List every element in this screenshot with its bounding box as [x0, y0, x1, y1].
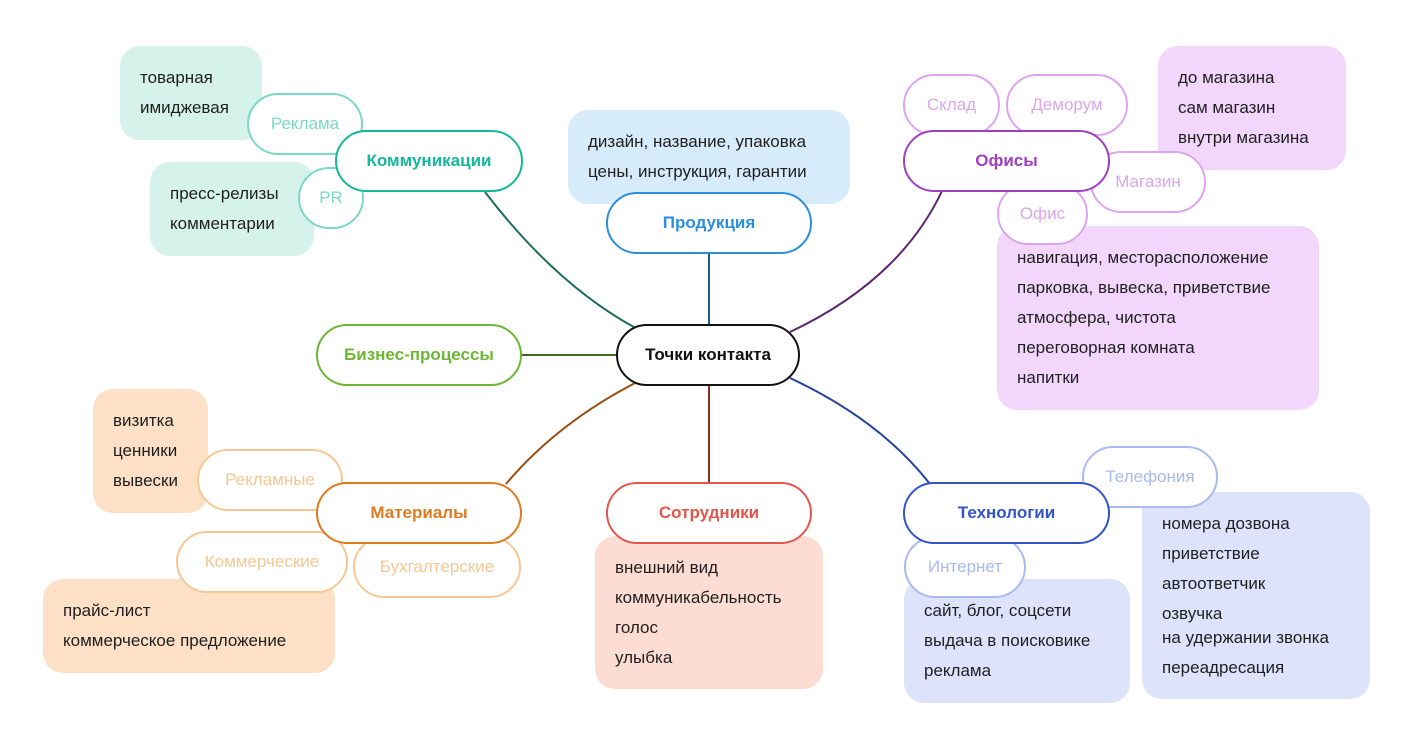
connector-materials: [505, 377, 646, 485]
note-line: парковка, вывеска, приветствие: [1017, 278, 1271, 297]
node-materials[interactable]: Материалы: [316, 482, 522, 544]
note-telephony: номера дозвона приветствие автоответчик …: [1142, 492, 1370, 699]
node-offices[interactable]: Офисы: [903, 130, 1110, 192]
subnode-accounting[interactable]: Бухгалтерские: [353, 536, 521, 598]
node-technologies[interactable]: Технологии: [903, 482, 1110, 544]
note-pr: пресс-релизы комментарии: [150, 162, 314, 256]
node-touchpoints-center[interactable]: Точки контакта: [616, 324, 800, 386]
note-line: пресс-релизы: [170, 184, 279, 203]
note-ad-materials: визитка ценники вывески: [93, 389, 208, 513]
note-line: комментарии: [170, 214, 275, 233]
note-line: цены, инструкция, гарантии: [588, 162, 807, 181]
note-line: сайт, блог, соцсети: [924, 601, 1072, 620]
subnode-office[interactable]: Офис: [997, 183, 1088, 245]
note-line: переадресация: [1162, 658, 1285, 677]
note-line: коммерческое предложение: [63, 631, 287, 650]
note-line: внутри магазина: [1178, 128, 1309, 147]
note-line: навигация, месторасположение: [1017, 248, 1269, 267]
note-line: имиджевая: [140, 98, 229, 117]
connector-offices: [789, 190, 943, 333]
subnode-internet[interactable]: Интернет: [904, 536, 1026, 598]
note-line: озвучка: [1162, 604, 1223, 623]
note-internet: сайт, блог, соцсети выдача в поисковике …: [904, 579, 1130, 703]
note-office: навигация, месторасположение парковка, в…: [997, 226, 1319, 410]
node-communications[interactable]: Коммуникации: [335, 130, 523, 192]
subnode-commercial[interactable]: Коммерческие: [176, 531, 348, 593]
subnode-showroom[interactable]: Деморум: [1006, 74, 1128, 136]
note-line: напитки: [1017, 368, 1080, 387]
note-line: переговорная комната: [1017, 338, 1195, 357]
note-line: автоответчик: [1162, 574, 1266, 593]
note-line: коммуникабельность: [615, 588, 782, 607]
note-line: номера дозвона: [1162, 514, 1290, 533]
note-store: до магазина сам магазин внутри магазина: [1158, 46, 1346, 170]
note-line: дизайн, название, упаковка: [588, 132, 807, 151]
subnode-warehouse[interactable]: Склад: [903, 74, 1000, 136]
node-products[interactable]: Продукция: [606, 192, 812, 254]
note-employees: внешний вид коммуникабельность голос улы…: [595, 536, 823, 689]
note-line: вывески: [113, 471, 178, 490]
node-employees[interactable]: Сотрудники: [606, 482, 812, 544]
note-commercial: прайс-лист коммерческое предложение: [43, 579, 335, 673]
note-line: товарная: [140, 68, 213, 87]
note-line: выдача в поисковике: [924, 631, 1091, 650]
note-line: на удержании звонка: [1162, 628, 1330, 647]
note-line: приветствие: [1162, 544, 1260, 563]
note-line: атмосфера, чистота: [1017, 308, 1176, 327]
note-line: голос: [615, 618, 658, 637]
note-line: улыбка: [615, 648, 673, 667]
note-line: визитка: [113, 411, 174, 430]
note-products: дизайн, название, упаковка цены, инструк…: [568, 110, 850, 204]
note-line: ценники: [113, 441, 178, 460]
note-line: до магазина: [1178, 68, 1275, 87]
connector-communications: [484, 191, 646, 334]
note-line: сам магазин: [1178, 98, 1276, 117]
note-line: прайс-лист: [63, 601, 151, 620]
note-line: реклама: [924, 661, 992, 680]
node-business-processes[interactable]: Бизнес-процессы: [316, 324, 522, 386]
subnode-ad-materials[interactable]: Рекламные: [197, 449, 343, 511]
note-advertising: товарная имиджевая: [120, 46, 262, 140]
connector-technologies: [789, 377, 931, 485]
note-line: внешний вид: [615, 558, 719, 577]
